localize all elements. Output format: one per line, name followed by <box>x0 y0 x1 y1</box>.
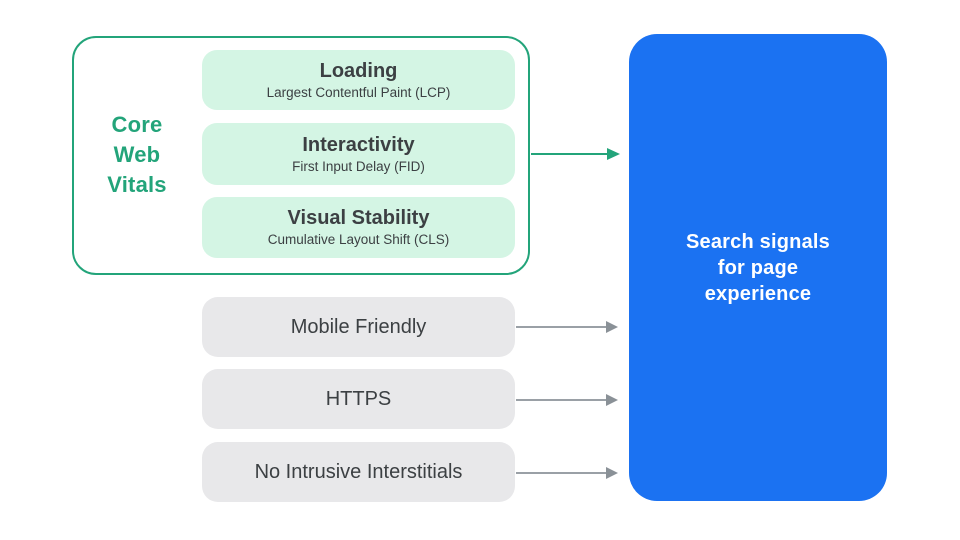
arrow-line <box>516 399 606 401</box>
signal-label: Mobile Friendly <box>290 315 427 338</box>
search-signals-label: Search signals for page experience <box>686 229 830 307</box>
metric-subtitle: First Input Delay (FID) <box>292 158 425 174</box>
search-signals-label-line: experience <box>704 282 812 305</box>
metric-subtitle: Cumulative Layout Shift (CLS) <box>267 232 450 247</box>
arrow-https-icon <box>516 393 618 407</box>
arrow-head-icon <box>607 148 620 160</box>
metric-card-visual-stability: Visual Stability Cumulative Layout Shift… <box>202 197 515 258</box>
core-web-vitals-label: Core Web Vitals <box>72 110 202 200</box>
arrow-head-icon <box>606 321 618 333</box>
arrow-core-web-vitals-icon <box>531 147 620 161</box>
signal-card-no-intrusive-interstitials: No Intrusive Interstitials <box>202 442 515 502</box>
metric-title: Loading <box>319 59 398 82</box>
metric-card-loading: Loading Largest Contentful Paint (LCP) <box>202 50 515 110</box>
signal-card-https: HTTPS <box>202 369 515 429</box>
signal-card-mobile-friendly: Mobile Friendly <box>202 297 515 357</box>
search-signals-label-line: Search signals <box>686 230 830 253</box>
signal-label: HTTPS <box>325 387 392 410</box>
core-web-vitals-label-line: Web <box>113 142 161 167</box>
core-web-vitals-label-line: Vitals <box>107 172 167 197</box>
metric-card-interactivity: Interactivity First Input Delay (FID) <box>202 123 515 185</box>
arrow-mobile-friendly-icon <box>516 320 618 334</box>
search-signals-panel: Search signals for page experience <box>629 34 887 501</box>
search-signals-label-line: for page <box>717 256 799 279</box>
signal-label: No Intrusive Interstitials <box>254 460 463 483</box>
core-web-vitals-label-line: Core <box>111 112 163 137</box>
arrow-line <box>516 472 606 474</box>
arrow-head-icon <box>606 467 618 479</box>
metric-title: Interactivity <box>302 133 415 156</box>
arrow-head-icon <box>606 394 618 406</box>
metric-title: Visual Stability <box>287 207 430 229</box>
arrow-line <box>516 326 606 328</box>
arrow-no-intrusive-interstitials-icon <box>516 466 618 480</box>
arrow-line <box>531 152 607 156</box>
metric-subtitle: Largest Contentful Paint (LCP) <box>266 84 451 100</box>
